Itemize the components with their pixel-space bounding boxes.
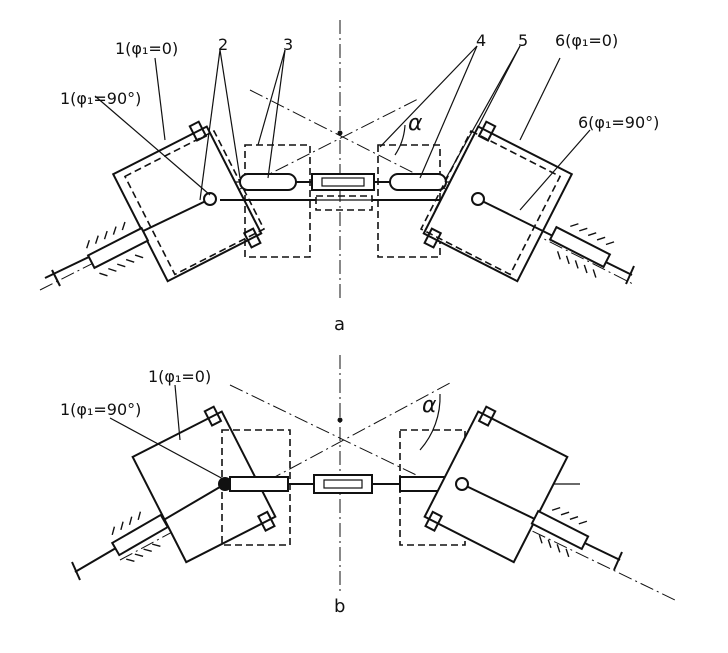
right-rod xyxy=(389,173,447,191)
label-1-phi90-b: 1(φ₁=90°) xyxy=(60,400,141,419)
apex-point xyxy=(337,130,343,136)
left-bearing xyxy=(86,221,150,277)
leader-5b xyxy=(434,45,521,211)
label-2: 2 xyxy=(218,35,228,54)
leader-3a xyxy=(257,49,286,146)
leader-5a xyxy=(444,45,521,181)
leader-1-phi90 xyxy=(94,95,211,196)
label-4: 4 xyxy=(476,31,486,50)
right-joint-b xyxy=(455,477,469,491)
left-shaft-end xyxy=(51,269,61,287)
label-1-phi0: 1(φ₁=0) xyxy=(115,39,178,58)
caption-a: a xyxy=(334,314,345,335)
left-joint-b xyxy=(218,477,232,491)
leader-2a xyxy=(199,49,221,201)
alpha-label-b: α xyxy=(422,393,437,418)
label-1-phi90: 1(φ₁=90°) xyxy=(60,89,141,108)
leader-1-phi90-b xyxy=(109,417,226,481)
left-joint xyxy=(203,192,217,206)
center-coupling-b xyxy=(313,474,373,494)
left-housing-dashed xyxy=(123,129,266,276)
leader-6-phi0 xyxy=(519,57,561,141)
center-coupling-inner xyxy=(321,177,365,187)
figure-a: α xyxy=(39,20,659,335)
center-coupling-inner-b xyxy=(323,479,363,489)
leader-4a xyxy=(379,45,478,148)
leader-6-phi90 xyxy=(519,129,591,211)
left-shaft-end-b xyxy=(71,561,81,581)
right-joint xyxy=(471,192,485,206)
alpha-arc-b xyxy=(419,393,441,451)
figure-b: α xyxy=(60,355,676,617)
label-6-phi90: 6(φ₁=90°) xyxy=(578,113,659,132)
right-shaft-end-b xyxy=(613,551,623,571)
label-6-phi0: 6(φ₁=0) xyxy=(555,31,618,50)
right-shaft-end xyxy=(625,265,635,285)
center-coupling xyxy=(311,173,375,191)
left-rod-b xyxy=(229,476,289,492)
label-5: 5 xyxy=(518,31,528,50)
leader-4b xyxy=(419,45,478,179)
left-bearing-b xyxy=(110,511,170,562)
center-coupling-dashed xyxy=(315,195,373,211)
right-housing xyxy=(422,120,574,283)
left-housing xyxy=(111,120,263,283)
left-inclined-axis xyxy=(39,97,421,291)
leader-1-phi0 xyxy=(154,57,166,141)
right-bearing xyxy=(548,223,615,278)
leader-1-phi0-b xyxy=(174,384,181,441)
alpha-label: α xyxy=(408,111,423,136)
leader-2b xyxy=(219,49,241,179)
right-bearing-b xyxy=(530,506,590,558)
label-1-phi0-b: 1(φ₁=0) xyxy=(148,367,211,386)
apex-point-b xyxy=(337,417,343,423)
label-3: 3 xyxy=(283,35,293,54)
right-housing-dashed xyxy=(419,129,562,276)
caption-b: b xyxy=(334,596,345,617)
alpha-arc xyxy=(394,124,406,156)
leader-3b xyxy=(267,49,286,179)
left-inclined-axis-b xyxy=(119,382,451,561)
